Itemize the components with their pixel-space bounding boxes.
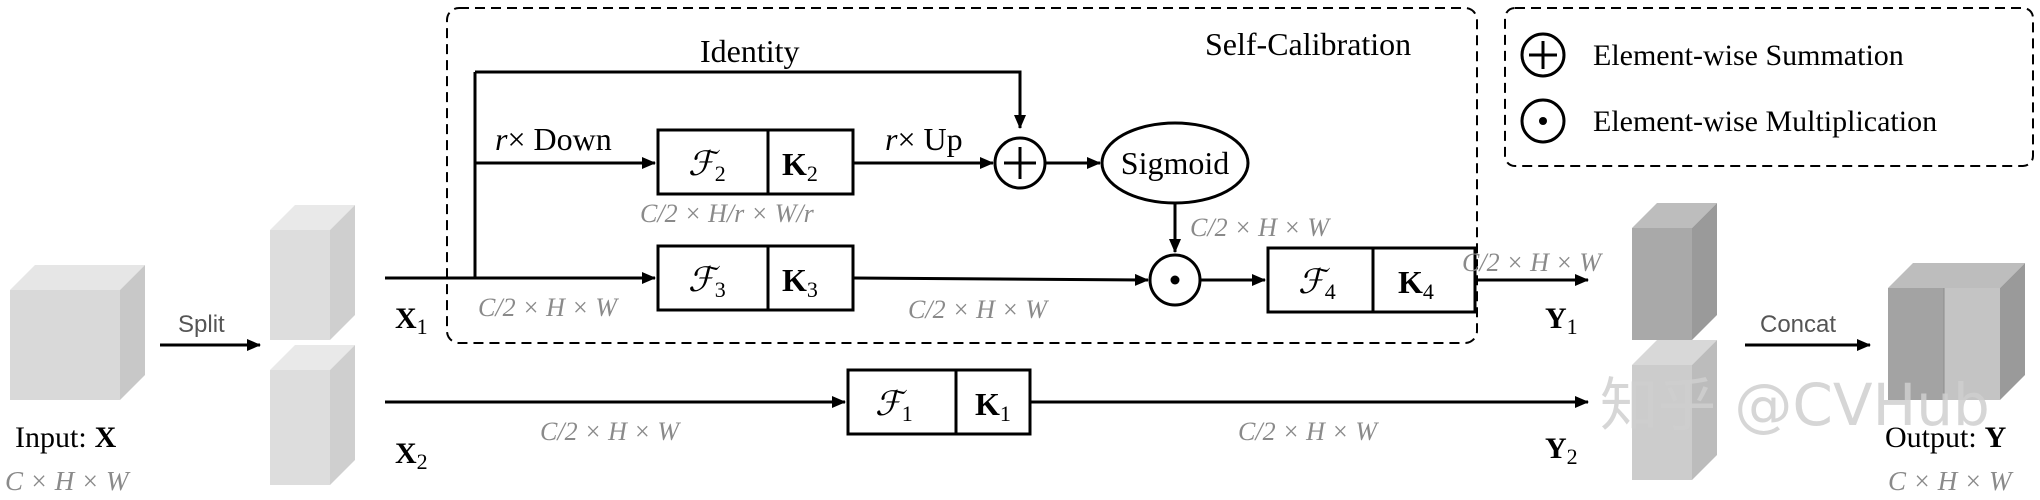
sigmoid-dims: C/2 × H × W (1190, 213, 1331, 242)
concat-label: Concat (1760, 311, 1836, 338)
y1-cube (1632, 203, 1717, 340)
y2-label: Y2 (1545, 432, 1578, 469)
input-cube (10, 265, 145, 400)
f1-dims: C/2 × H × W (1238, 417, 1379, 446)
output-label: Output:Y (1885, 421, 2007, 454)
f3-dims: C/2 × H × W (908, 295, 1049, 324)
legend-sum-icon (1520, 32, 1566, 78)
y1-dims: C/2 × H × W (1462, 248, 1603, 277)
x1-dims: C/2 × H × W (478, 293, 619, 322)
self-calibration-box (446, 7, 1478, 344)
output-shape: C × H × W (1888, 466, 2014, 496)
identity-label: Identity (700, 33, 800, 69)
identity-arrow (475, 70, 1026, 129)
y1-label: Y1 (1545, 302, 1578, 339)
split-cube-bottom (270, 345, 355, 485)
sum-operator (993, 136, 1047, 190)
down-label: r× Down (495, 121, 612, 157)
y2-cube (1632, 340, 1717, 480)
input-label: Input:X (15, 421, 117, 454)
svg-text:K3: K3 (782, 262, 818, 302)
legend-sum-label: Element-wise Summation (1593, 39, 1904, 72)
watermark: 知乎 @CVHub (1600, 371, 1990, 439)
split-cube-top (270, 205, 355, 340)
legend-mul-label: Element-wise Multiplication (1593, 105, 1937, 138)
f2-dims: C/2 × H/r × W/r (640, 199, 815, 228)
f1-k1-block: ℱ1 K1 (846, 368, 1032, 436)
svg-text:K2: K2 (782, 146, 818, 186)
x2-dims: C/2 × H × W (540, 417, 681, 446)
output-cube (1888, 263, 2025, 400)
f4-k4-block: ℱ4 K4 (1266, 246, 1477, 314)
input-shape: C × H × W (5, 466, 131, 496)
mul-operator (1148, 253, 1202, 307)
split-label: Split (178, 311, 225, 338)
self-calibration-title: Self-Calibration (1205, 26, 1411, 62)
f3-to-mul-arrow (852, 273, 1149, 286)
legend-mul-icon (1520, 98, 1566, 144)
svg-text:K1: K1 (975, 386, 1011, 426)
legend-box (1504, 7, 2034, 167)
f3-k3-block: ℱ3 K3 (656, 244, 855, 312)
sigmoid-label: Sigmoid (1121, 145, 1229, 181)
svg-text:K4: K4 (1398, 264, 1434, 304)
x1-label: X1 (395, 302, 428, 339)
f2-k2-block: ℱ2 K2 (656, 128, 855, 196)
x2-label: X2 (395, 437, 428, 474)
up-label: r× Up (885, 121, 963, 157)
